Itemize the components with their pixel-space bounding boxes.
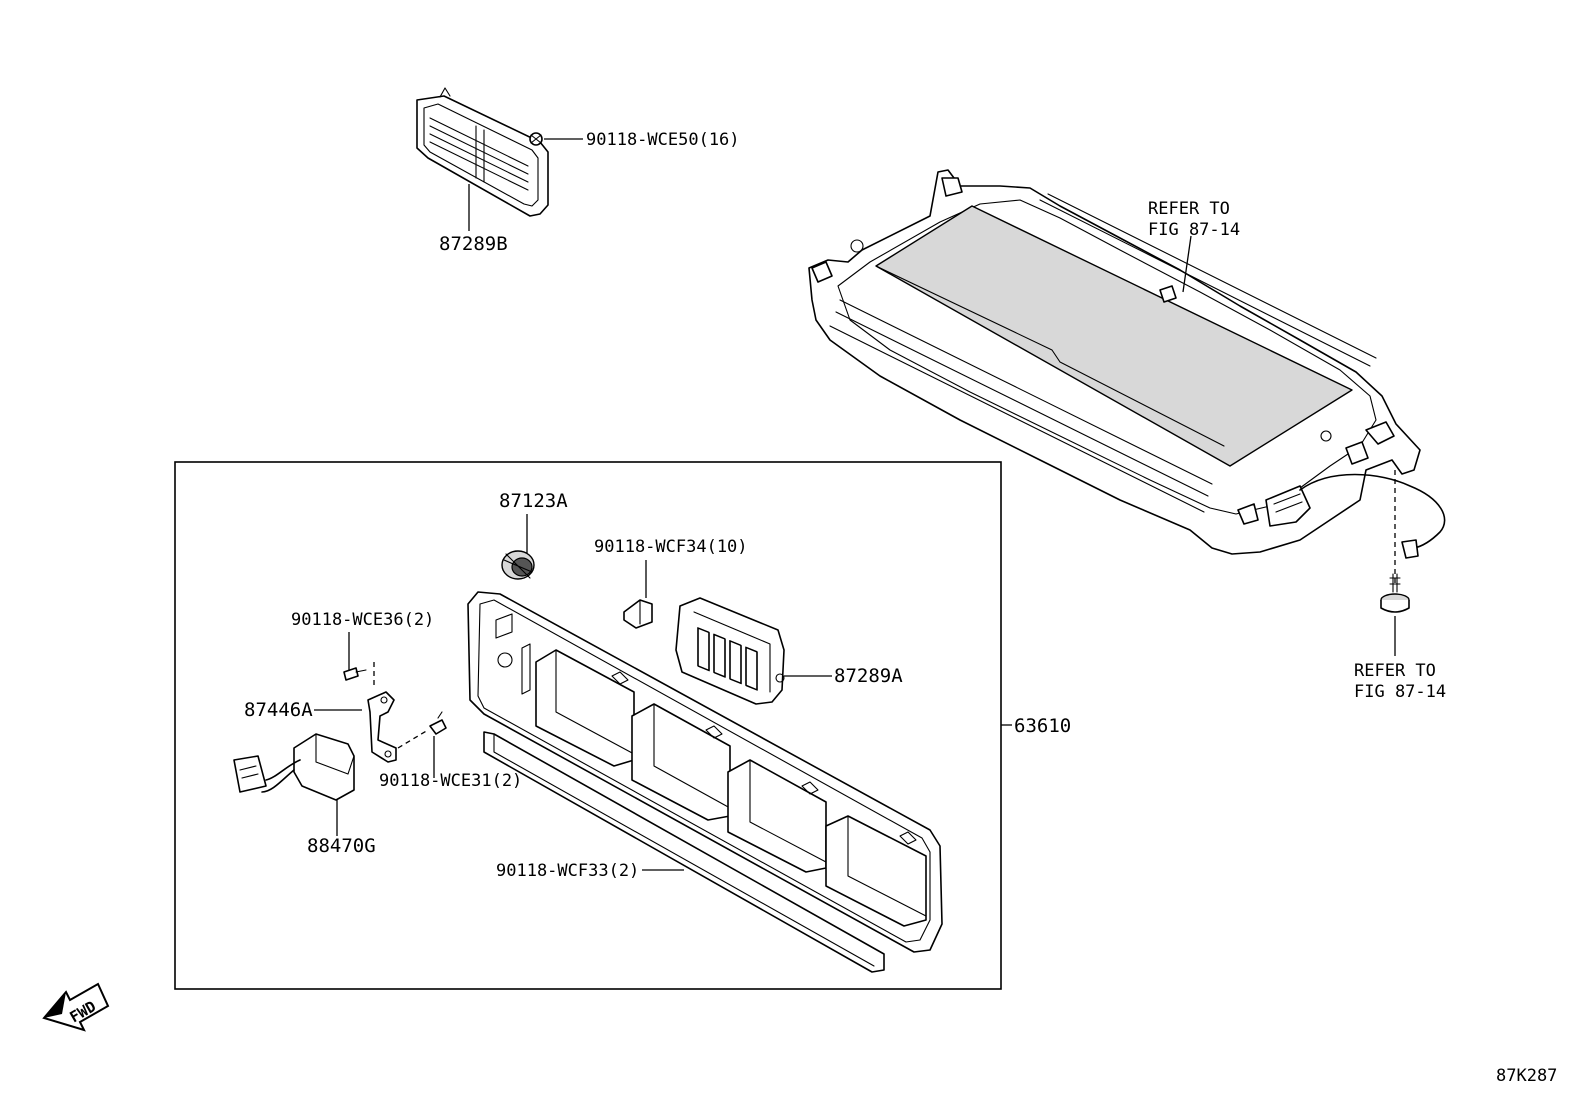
refer-top-line1: REFER TO <box>1148 199 1230 219</box>
sensor-88470G <box>233 733 355 801</box>
clip-90118-WCE50 <box>529 132 543 146</box>
clip-90118-WCF34 <box>623 599 653 629</box>
grille-87289B <box>416 87 549 217</box>
bracket-87446A <box>367 691 397 763</box>
refer-bottom-line1: REFER TO <box>1354 661 1436 681</box>
callout-87289B: 87289B <box>439 233 508 255</box>
trim-strip-90118-WCF33 <box>483 731 885 973</box>
callout-90118-WCE36: 90118-WCE36(2) <box>291 610 434 630</box>
knob-87123A <box>501 550 535 580</box>
screw-90118-WCE36 <box>343 667 367 681</box>
callout-88470G: 88470G <box>307 835 376 857</box>
callout-90118-WCF34: 90118-WCF34(10) <box>594 537 748 557</box>
diagram-code: 87K287 <box>1496 1066 1557 1086</box>
switch-87289A <box>675 597 785 705</box>
bolt-refer-bottom <box>1380 573 1410 613</box>
refer-bottom-line2: FIG 87-14 <box>1354 682 1446 702</box>
callout-63610: 63610 <box>1014 715 1071 737</box>
callout-87123A: 87123A <box>499 490 568 512</box>
screw-90118-WCE31 <box>429 711 447 735</box>
console-frame <box>808 169 1446 559</box>
console-panel <box>467 591 943 953</box>
callout-90118-WCE31: 90118-WCE31(2) <box>379 771 522 791</box>
refer-top-line2: FIG 87-14 <box>1148 220 1240 240</box>
callout-90118-WCE50: 90118-WCE50(16) <box>586 130 740 150</box>
callout-87446A: 87446A <box>244 699 313 721</box>
callout-90118-WCF33: 90118-WCF33(2) <box>496 861 639 881</box>
callout-87289A: 87289A <box>834 665 903 687</box>
fwd-arrow-icon: FWD <box>42 982 110 1032</box>
